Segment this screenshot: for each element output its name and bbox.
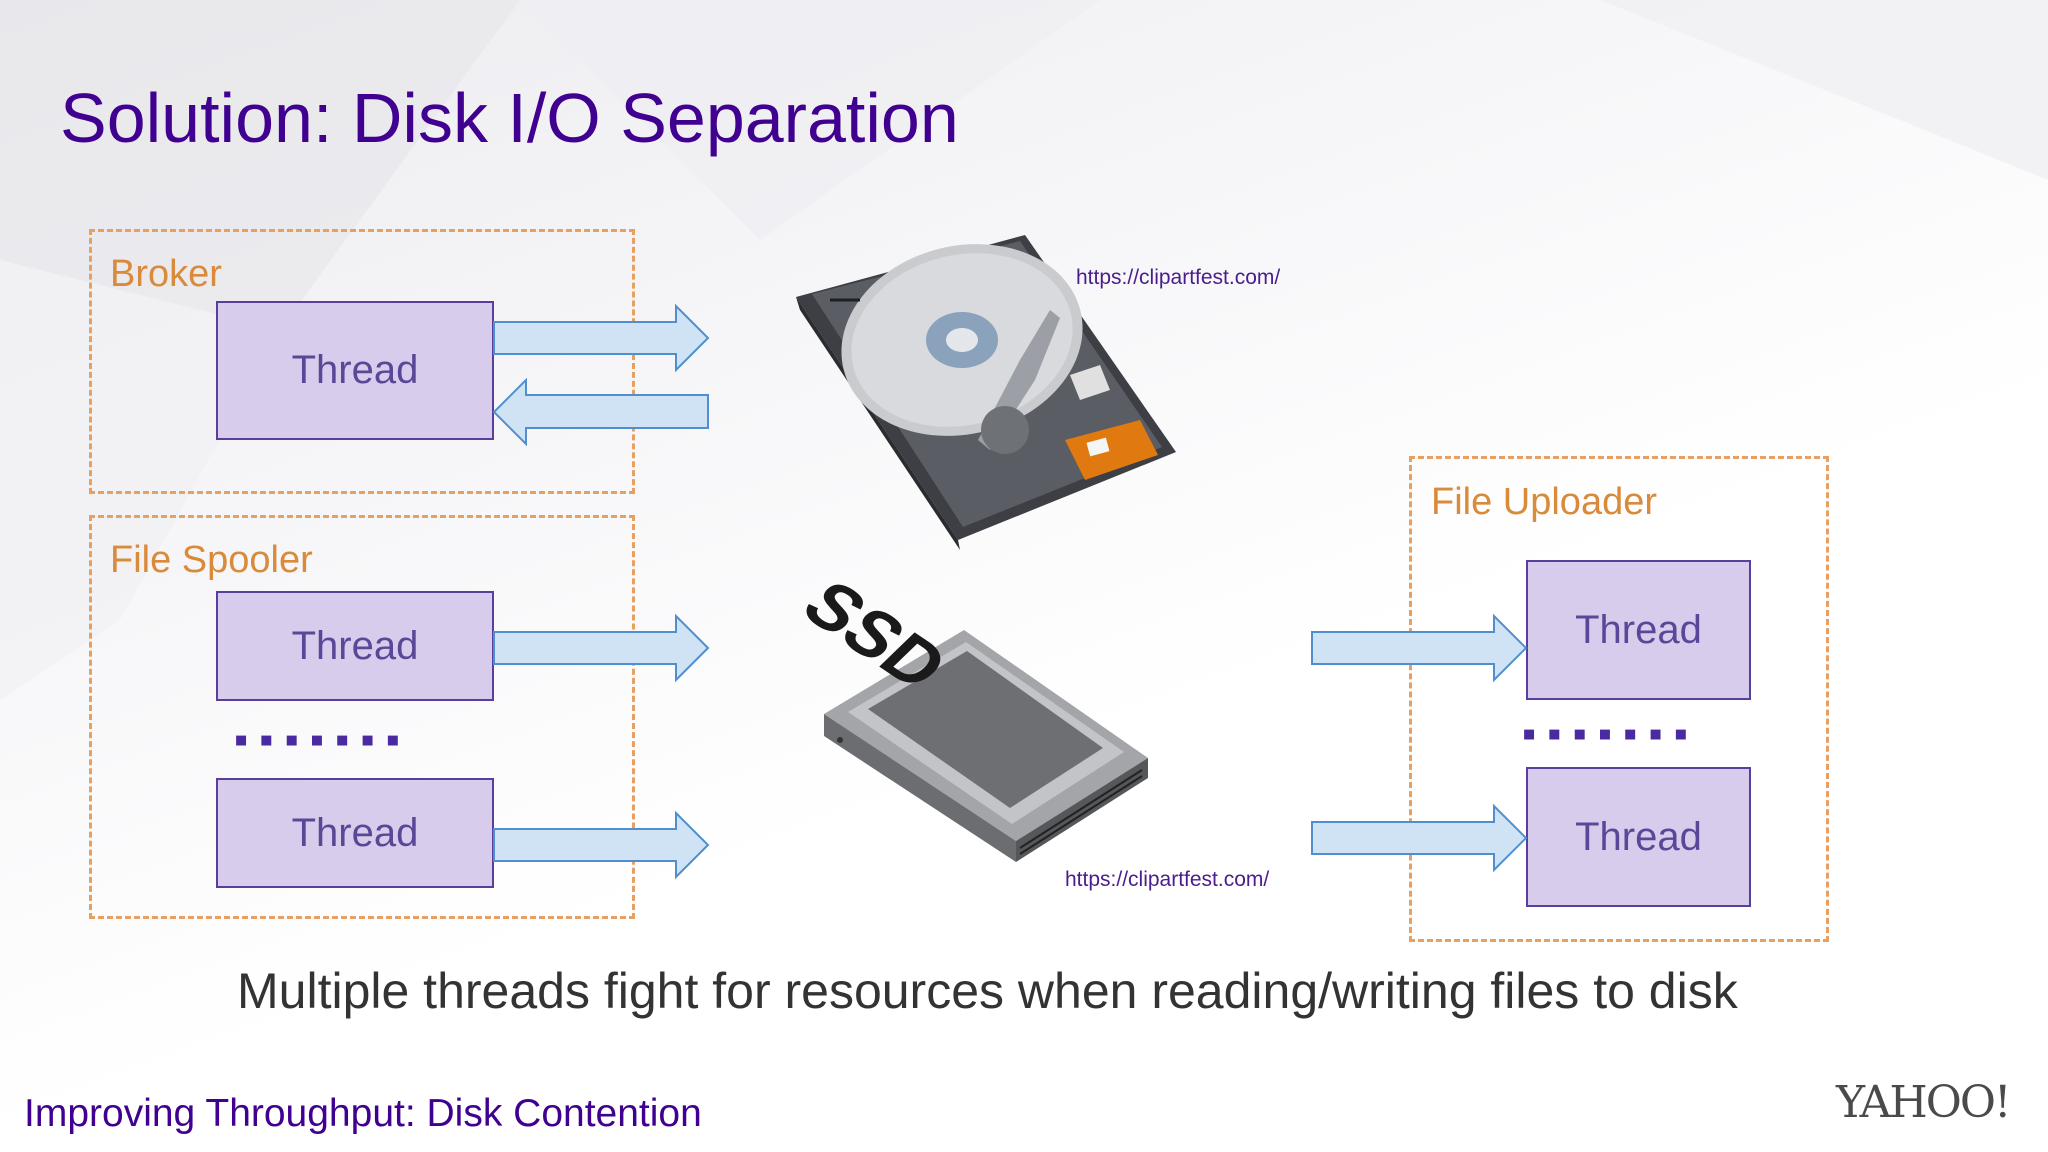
- arrow-right-uploader-1: [1311, 613, 1528, 683]
- uploader-thread-2: Thread: [1526, 767, 1751, 907]
- arrow-left-broker: [492, 377, 709, 447]
- ssd-image-credit[interactable]: https://clipartfest.com/: [1065, 868, 1270, 891]
- yahoo-logo: YAHOO!: [1836, 1077, 2012, 1128]
- footer-title: Improving Throughput: Disk Contention: [24, 1092, 702, 1135]
- spooler-label: File Spooler: [110, 539, 313, 581]
- uploader-label: File Uploader: [1431, 481, 1657, 523]
- broker-group: [89, 229, 635, 494]
- spooler-ellipsis: ▪ ▪ ▪ ▪ ▪ ▪ ▪: [234, 718, 400, 762]
- arrow-right-uploader-2: [1311, 803, 1528, 873]
- spooler-group: [89, 515, 635, 919]
- arrow-right-spooler-1: [493, 613, 710, 683]
- spooler-thread-2: Thread: [216, 778, 494, 888]
- hdd-image-credit[interactable]: https://clipartfest.com/: [1076, 266, 1281, 289]
- uploader-thread-1: Thread: [1526, 560, 1751, 700]
- uploader-ellipsis: ▪ ▪ ▪ ▪ ▪ ▪ ▪: [1522, 712, 1688, 756]
- arrow-right-spooler-2: [493, 810, 710, 880]
- spooler-thread-1: Thread: [216, 591, 494, 701]
- slide-caption: Multiple threads fight for resources whe…: [237, 963, 1738, 1019]
- broker-label: Broker: [110, 253, 222, 295]
- broker-thread: Thread: [216, 301, 494, 440]
- slide-title: Solution: Disk I/O Separation: [60, 79, 959, 157]
- arrow-right-broker: [493, 303, 710, 373]
- uploader-group: [1409, 456, 1829, 942]
